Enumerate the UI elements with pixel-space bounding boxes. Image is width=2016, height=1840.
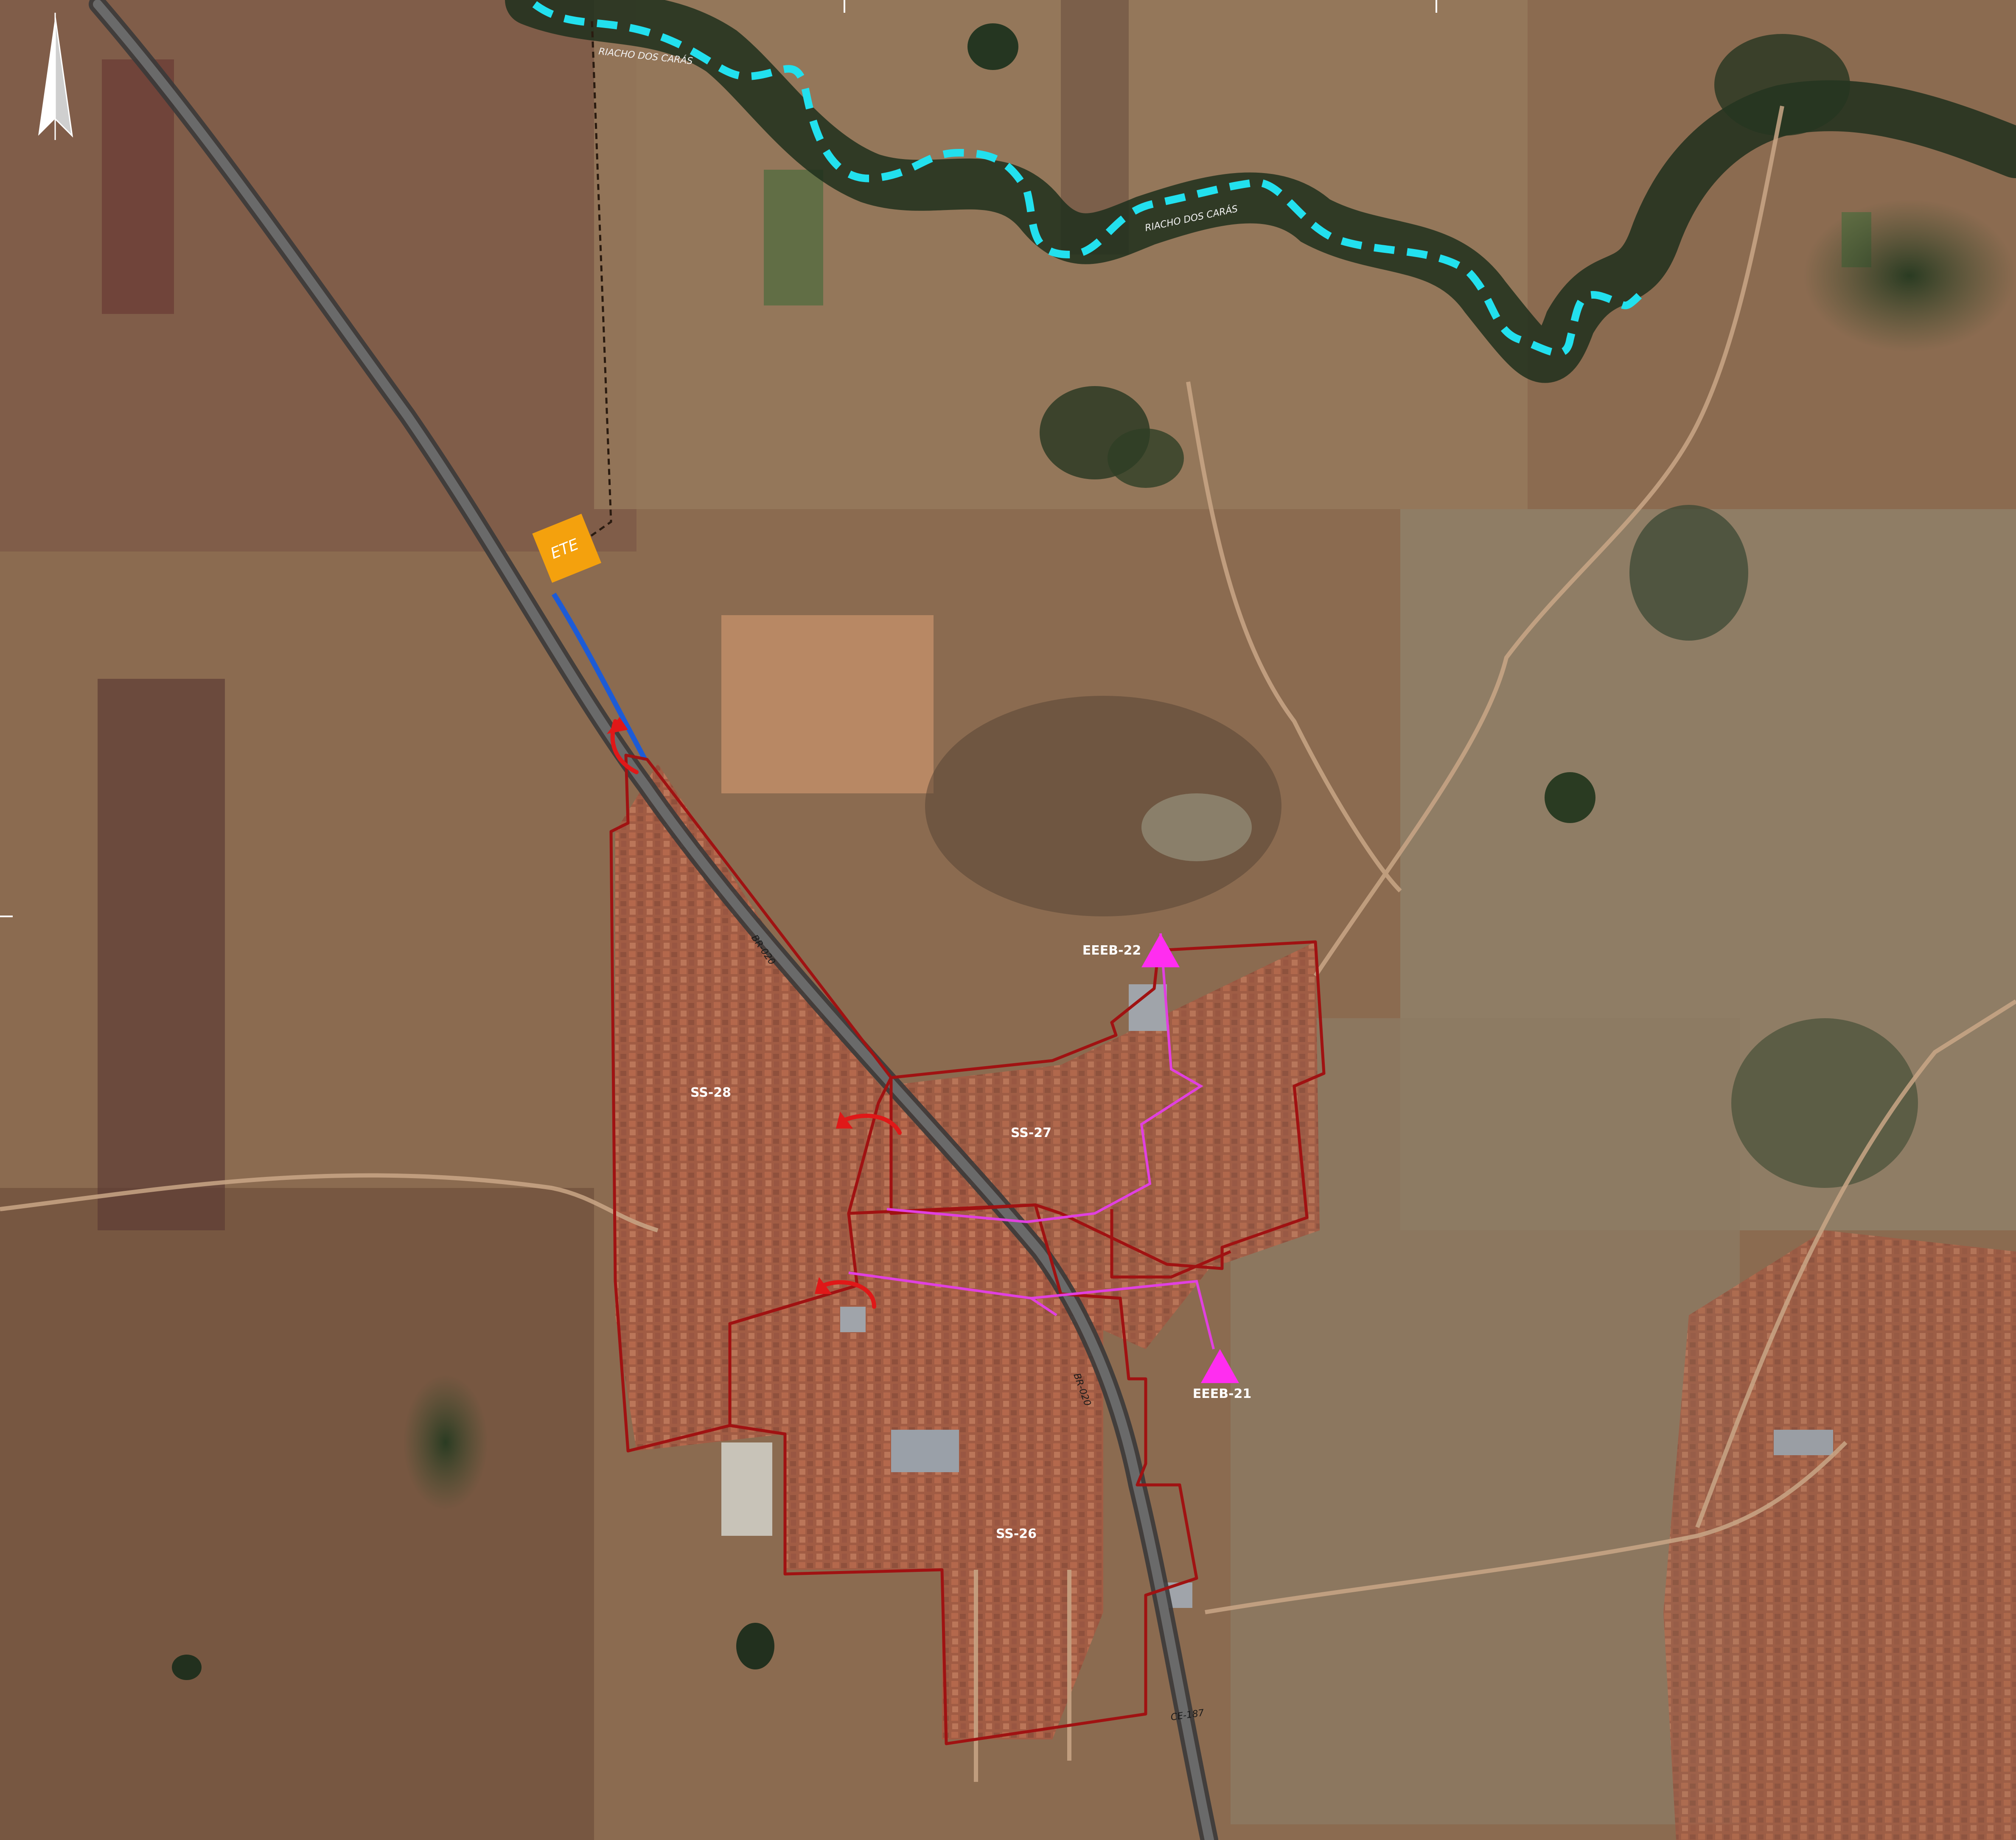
outfall-line <box>551 592 648 761</box>
pump-label-eeeb22: EEEB-22 <box>1082 943 1141 958</box>
subsystem-boundaries <box>609 753 1326 1745</box>
north-arrow-icon <box>38 13 73 140</box>
pressure-lines <box>848 933 1215 1350</box>
subsystem-label-ss27: SS-27 <box>1011 1126 1051 1140</box>
pump-station-eeeb22: EEEB-22 <box>1082 933 1180 967</box>
highway-br020 <box>89 0 1218 1840</box>
boundary-ss26 <box>728 1203 1198 1745</box>
flow-arrow-3 <box>821 1280 876 1309</box>
boundary-ss27-ext <box>1110 1209 1231 1279</box>
town-fabric <box>615 764 1320 1739</box>
subsystem-label-ss28: SS-28 <box>690 1085 731 1100</box>
subsystem-label-ss26: SS-26 <box>996 1526 1037 1541</box>
ete-station: ETE <box>532 513 602 583</box>
vegetation-layer <box>505 0 2016 1188</box>
frame-ticks <box>0 0 1437 917</box>
boundary-ss27 <box>889 940 1326 1270</box>
pump-station-eeeb21: EEEB-21 <box>1193 1349 1252 1401</box>
neighboring-town <box>1663 1230 2016 1840</box>
pump-label-eeeb21: EEEB-21 <box>1193 1386 1252 1401</box>
pump-station-icon <box>1201 1349 1239 1383</box>
dirt-roads <box>0 106 2016 1782</box>
flow-arrow-2 <box>842 1114 902 1135</box>
property-line <box>568 21 612 553</box>
pump-station-icon <box>1141 933 1180 967</box>
creek-line <box>532 1 1649 357</box>
flow-arrow-heads <box>607 717 853 1294</box>
